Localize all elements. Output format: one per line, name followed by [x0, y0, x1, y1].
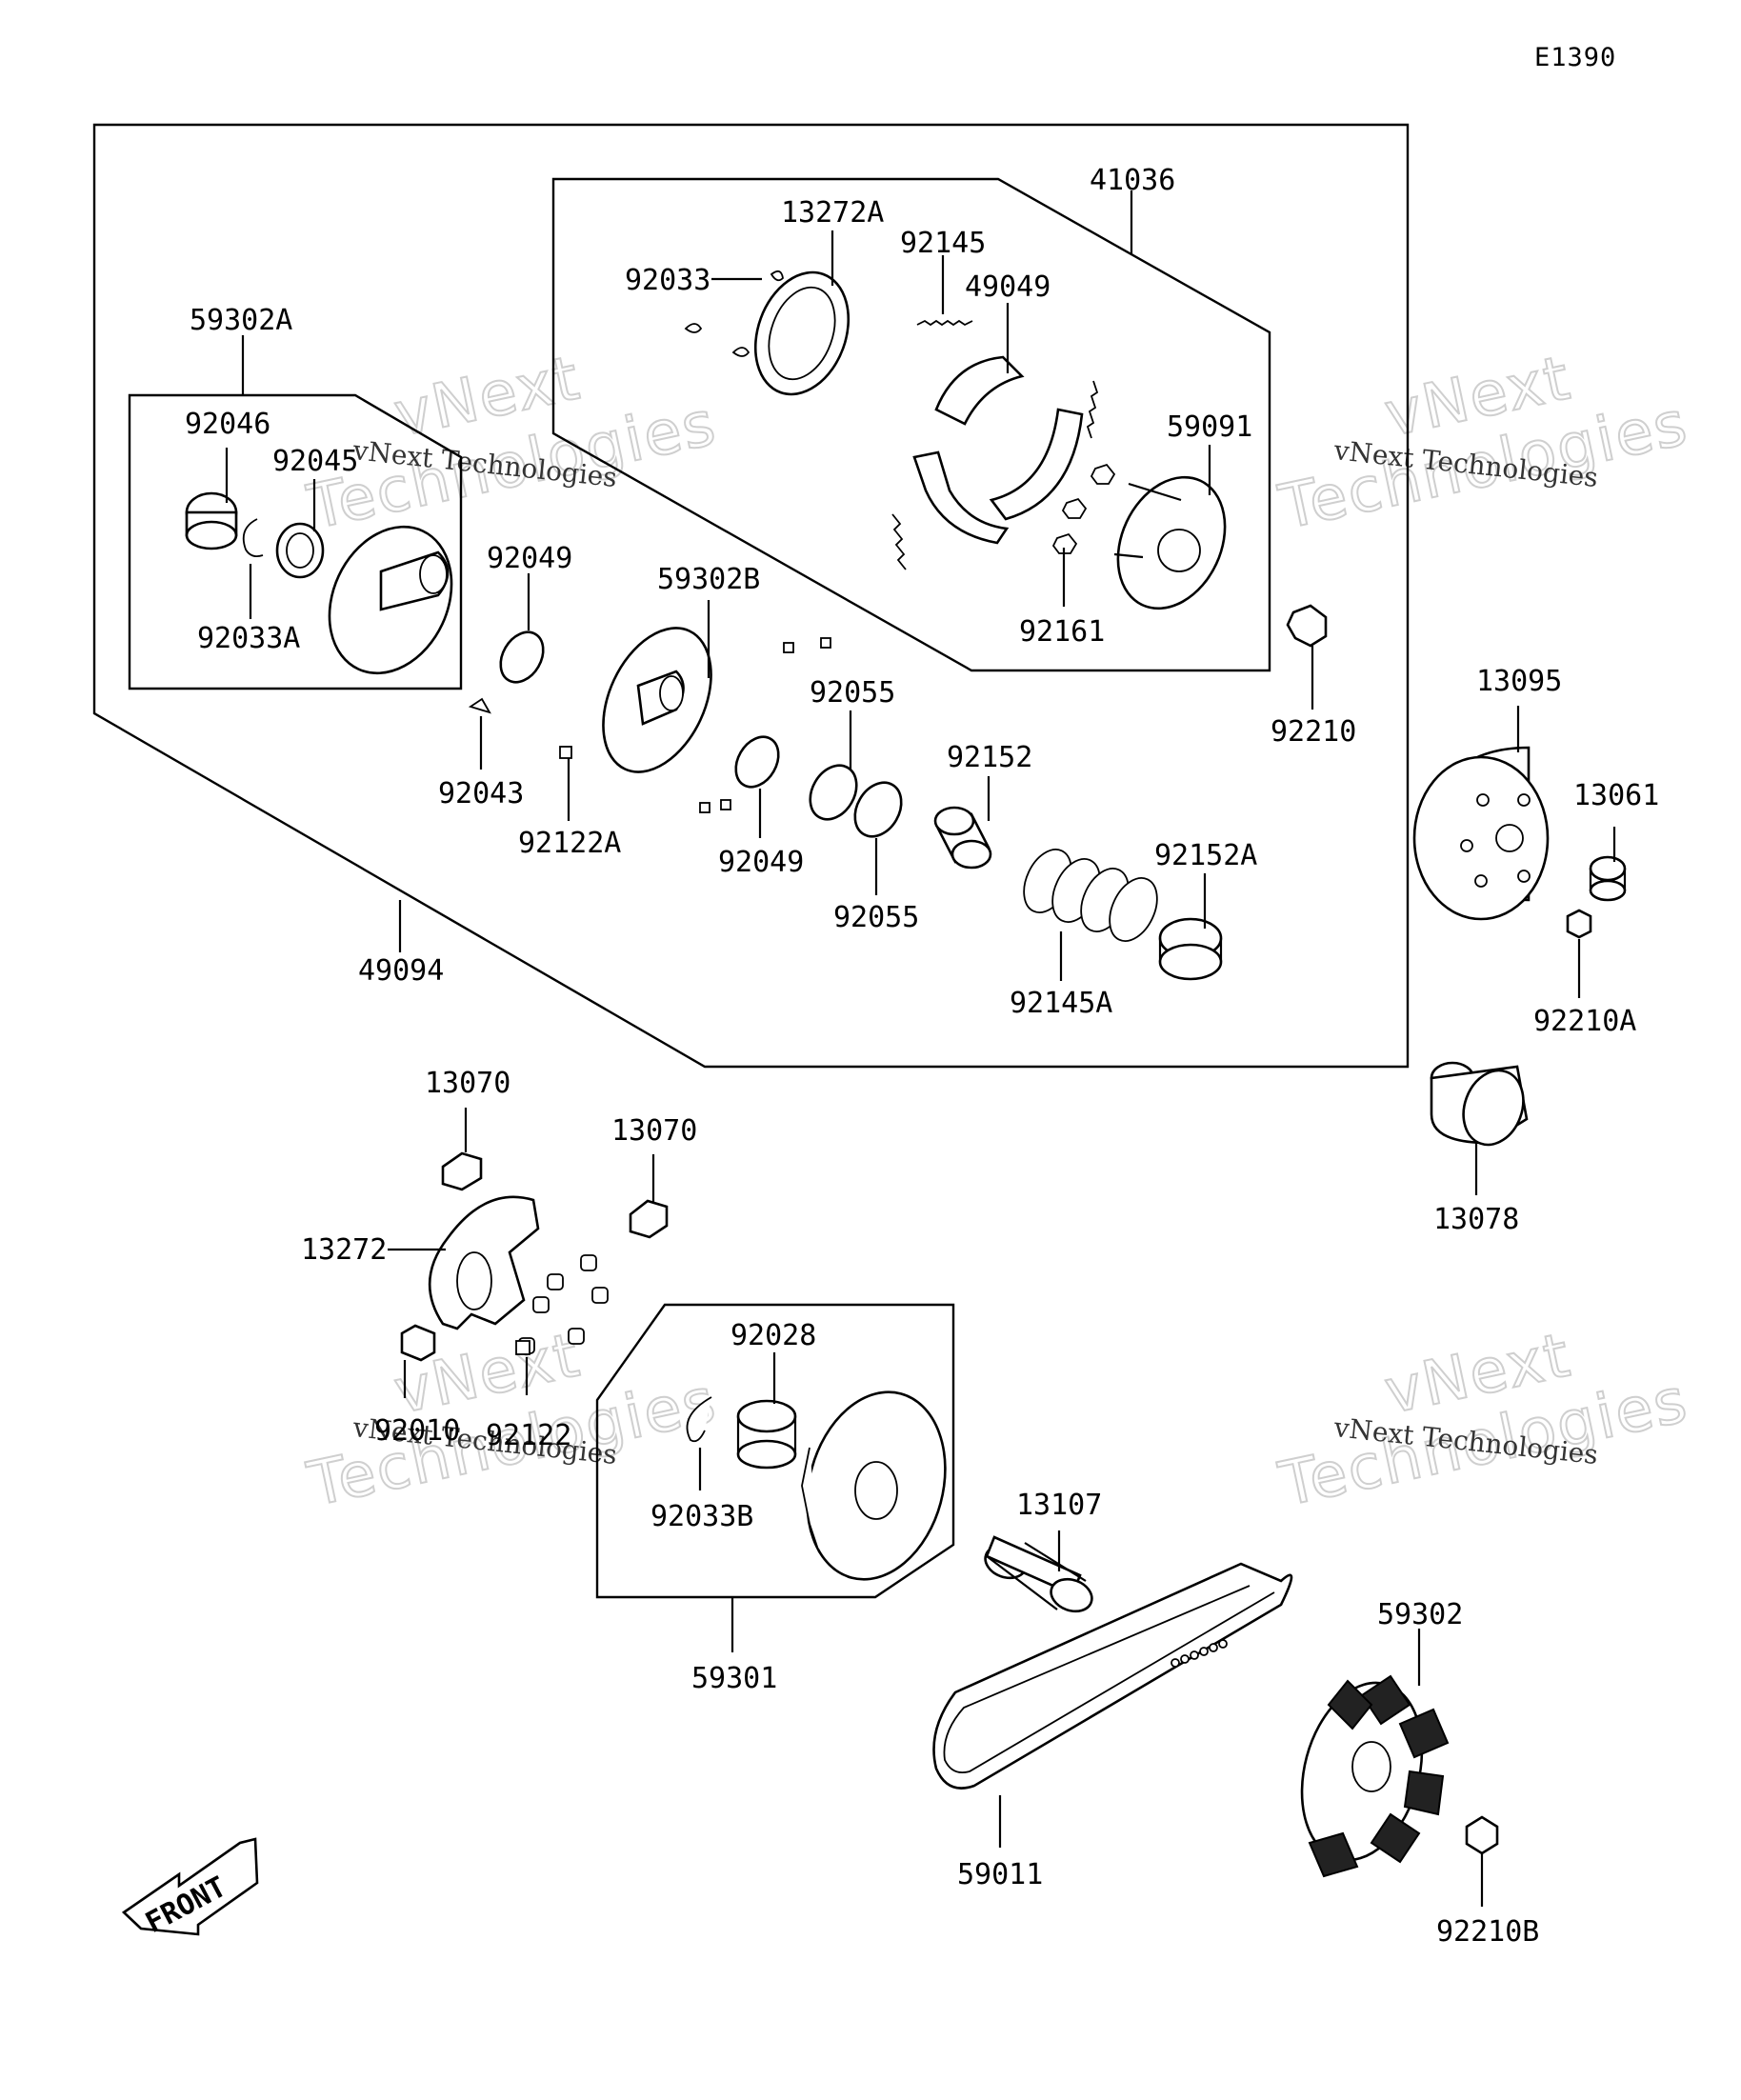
label-92152[interactable]: 92152	[947, 741, 1032, 774]
label-92210A[interactable]: 92210A	[1533, 1005, 1636, 1038]
label-59301[interactable]: 59301	[691, 1662, 777, 1695]
label-13272[interactable]: 13272	[301, 1233, 387, 1267]
label-92049b[interactable]: 92049	[718, 846, 804, 879]
ramp-plate-13272-part	[428, 1195, 540, 1330]
belt-59011-part	[932, 1562, 1293, 1790]
ring-92055b-part	[853, 781, 903, 838]
collar-13107-part	[984, 1535, 1093, 1613]
label-92033B[interactable]: 92033B	[650, 1500, 753, 1533]
box-59301	[595, 1303, 955, 1599]
label-59091[interactable]: 59091	[1167, 410, 1252, 444]
pin-92010-part	[400, 1324, 436, 1362]
bush-92046-part	[185, 491, 238, 550]
label-49049[interactable]: 49049	[965, 270, 1051, 304]
part-labels: 41036 13272A 92145 92033 49049 59091 921…	[185, 164, 1659, 1949]
watermark-top-left: vNext Technologies vNext Technologies	[301, 342, 724, 545]
label-92122A[interactable]: 92122A	[518, 827, 621, 860]
label-59302A[interactable]: 59302A	[190, 304, 292, 337]
label-41036[interactable]: 41036	[1090, 164, 1175, 197]
spring-small-part	[891, 513, 907, 570]
label-92046[interactable]: 92046	[185, 408, 270, 441]
label-92210B[interactable]: 92210B	[1436, 1915, 1539, 1949]
bearing-92028-part	[736, 1399, 797, 1470]
pin-92122A-part	[559, 746, 572, 759]
label-92028[interactable]: 92028	[730, 1319, 816, 1352]
spring-92145A-part	[1023, 849, 1158, 942]
sheave-59302B-part	[602, 627, 712, 773]
label-92145A[interactable]: 92145A	[1010, 987, 1112, 1020]
spring-92145-part	[916, 319, 973, 327]
sheave-59302A-part	[328, 525, 453, 675]
label-13061[interactable]: 13061	[1573, 779, 1659, 812]
label-13107[interactable]: 13107	[1016, 1489, 1102, 1522]
housing-13095-part	[1412, 746, 1550, 921]
label-92161[interactable]: 92161	[1019, 615, 1105, 649]
label-92210[interactable]: 92210	[1271, 715, 1356, 749]
label-92045[interactable]: 92045	[272, 445, 358, 478]
label-92033A[interactable]: 92033A	[197, 622, 300, 655]
watermark-bottom-right: vNext Technologies vNext Technologies	[1272, 1319, 1695, 1522]
label-59302[interactable]: 59302	[1377, 1598, 1463, 1631]
leader-lines	[225, 190, 1616, 1907]
diagram-code: E1390	[1534, 43, 1616, 72]
label-92152A[interactable]: 92152A	[1154, 839, 1257, 872]
label-92033[interactable]: 92033	[625, 264, 710, 297]
spring-small-part-2	[1086, 380, 1099, 439]
box-59302A	[128, 393, 463, 690]
nut-92210-part	[1286, 604, 1328, 648]
nut-92161-part	[1051, 463, 1116, 554]
box-49094	[92, 123, 1410, 1069]
label-13272A[interactable]: 13272A	[781, 196, 884, 230]
key-92043-part	[468, 697, 491, 714]
clip-92033A-part	[242, 518, 264, 558]
label-92122[interactable]: 92122	[486, 1419, 571, 1452]
front-arrow-icon: FRONT	[121, 1837, 259, 1940]
box-41036	[551, 177, 1271, 672]
collar-13061-part	[1589, 855, 1627, 902]
clip-92033-part	[684, 270, 784, 357]
label-13070a[interactable]: 13070	[425, 1067, 510, 1100]
rollers-part	[518, 1254, 609, 1354]
label-59302B[interactable]: 59302B	[657, 563, 760, 596]
label-92043[interactable]: 92043	[438, 777, 524, 810]
label-92010[interactable]: 92010	[374, 1414, 460, 1448]
label-92145[interactable]: 92145	[900, 227, 986, 260]
label-13078[interactable]: 13078	[1433, 1203, 1519, 1236]
fan-sheave-59302-part	[1300, 1674, 1450, 1878]
label-59011[interactable]: 59011	[957, 1858, 1043, 1891]
label-13070b[interactable]: 13070	[611, 1114, 697, 1148]
label-92049a[interactable]: 92049	[487, 542, 572, 575]
plate-13272A-part	[753, 270, 850, 396]
nut-92210A-part	[1566, 909, 1592, 939]
plate-59091-part	[1113, 475, 1227, 610]
clip-92033B-part	[686, 1396, 712, 1443]
ring-92055a-part	[809, 764, 858, 821]
bush-92152A-part	[1158, 917, 1223, 981]
bush-92152-part	[933, 806, 992, 870]
ring-92049a-part	[499, 630, 545, 684]
sheave-59301-part	[801, 1390, 947, 1581]
holder-13070b-part	[629, 1199, 669, 1239]
bearing-92045-part	[275, 522, 325, 579]
pin-92122-part	[515, 1340, 530, 1355]
shoe-49049-part	[912, 355, 1084, 545]
watermark-top-right: vNext Technologies vNext Technologies	[1272, 342, 1695, 545]
pins-small-part	[699, 637, 831, 813]
cup-13078-part	[1430, 1061, 1529, 1147]
label-13095[interactable]: 13095	[1476, 665, 1562, 698]
holder-13070a-part	[441, 1151, 483, 1191]
ring-92049b-part	[734, 735, 780, 789]
label-92055a[interactable]: 92055	[810, 676, 895, 710]
label-92055b[interactable]: 92055	[833, 901, 919, 934]
label-49094[interactable]: 49094	[358, 954, 444, 988]
nut-92210B-part	[1465, 1815, 1499, 1855]
